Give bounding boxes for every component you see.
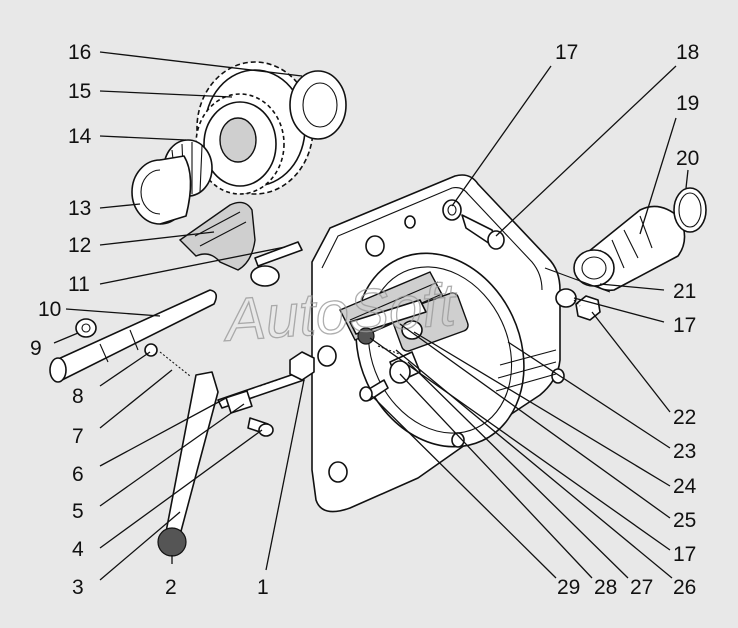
leader-27 xyxy=(407,361,629,579)
callout-7: 7 xyxy=(72,425,84,448)
bushing-28 xyxy=(389,360,411,384)
leader-28 xyxy=(399,373,593,579)
callout-11: 11 xyxy=(68,273,90,296)
sleeve-19 xyxy=(573,205,686,292)
callout-17-top: 17 xyxy=(555,41,578,64)
callout-20: 20 xyxy=(676,147,699,170)
shaft-10 xyxy=(49,289,218,383)
pin-11 xyxy=(254,241,303,267)
leader-5 xyxy=(99,403,245,507)
leader-15 xyxy=(99,90,233,98)
callout-18: 18 xyxy=(676,41,699,64)
leader-26 xyxy=(395,349,673,579)
leader-16 xyxy=(99,51,303,77)
leader-23 xyxy=(507,341,671,449)
leader-25 xyxy=(399,323,671,519)
leader-8 xyxy=(99,351,151,387)
stud-18 xyxy=(461,214,505,250)
nut-17-top xyxy=(442,199,462,221)
callout-24: 24 xyxy=(673,475,697,498)
callout-21: 21 xyxy=(673,280,696,303)
callout-3: 3 xyxy=(72,576,84,599)
leader-22 xyxy=(591,311,671,413)
spring-7 xyxy=(159,351,191,377)
leader-3 xyxy=(99,511,181,581)
callout-9: 9 xyxy=(30,337,42,360)
leader-19 xyxy=(639,117,677,235)
callout-23: 23 xyxy=(673,440,696,463)
callout-8: 8 xyxy=(72,385,84,408)
callout-12: 12 xyxy=(68,234,91,257)
washer-16 xyxy=(289,70,347,140)
callout-26: 26 xyxy=(673,576,696,599)
rod-5 xyxy=(217,371,305,414)
shift-fork-12 xyxy=(178,201,280,287)
callout-10: 10 xyxy=(38,298,61,321)
lever-3 xyxy=(165,371,219,536)
callout-28: 28 xyxy=(594,576,617,599)
callout-19: 19 xyxy=(676,92,699,115)
leader-lines xyxy=(53,51,689,581)
shaft-23 xyxy=(349,299,427,335)
callout-1: 1 xyxy=(257,576,269,599)
callout-6: 6 xyxy=(72,463,84,486)
washer-9 xyxy=(75,318,97,338)
washer-13 xyxy=(131,155,192,225)
leader-9 xyxy=(53,332,79,344)
leader-18 xyxy=(495,65,677,237)
leader-7 xyxy=(99,369,173,429)
rod-21 xyxy=(544,267,611,293)
leader-14 xyxy=(99,135,187,141)
gear-assembly xyxy=(163,61,314,197)
nut-17-center xyxy=(357,327,375,345)
bolt-4 xyxy=(247,417,274,437)
callout-15: 15 xyxy=(68,80,91,103)
leader-4 xyxy=(99,429,263,549)
leader-13 xyxy=(99,203,141,209)
callout-5: 5 xyxy=(72,500,84,523)
leader-29 xyxy=(371,395,557,579)
callout-13: 13 xyxy=(68,197,91,220)
callout-25: 25 xyxy=(673,509,696,532)
leader-17-top xyxy=(451,65,552,207)
leader-24 xyxy=(413,331,671,487)
leader-1 xyxy=(265,379,305,571)
nut-17-right xyxy=(555,288,577,308)
callout-17-right: 17 xyxy=(673,314,696,337)
callout-14: 14 xyxy=(68,125,92,148)
bolt-29 xyxy=(359,379,389,402)
callout-22: 22 xyxy=(673,406,696,429)
callout-2: 2 xyxy=(165,576,177,599)
callout-16: 16 xyxy=(68,41,91,64)
callout-labels: 16 15 14 13 12 11 10 9 8 7 6 5 4 3 2 1 1… xyxy=(30,41,699,599)
nut-1 xyxy=(289,351,315,381)
ring-20 xyxy=(673,187,707,233)
leader-20 xyxy=(685,169,689,189)
callout-4: 4 xyxy=(72,538,84,561)
knob-2 xyxy=(157,527,187,557)
leader-10 xyxy=(65,308,161,317)
leader-11 xyxy=(99,246,286,285)
callout-29: 29 xyxy=(557,576,580,599)
callout-17-bottom: 17 xyxy=(673,543,696,566)
callout-27: 27 xyxy=(630,576,653,599)
leader-6 xyxy=(99,397,227,467)
leader-21 xyxy=(599,283,665,291)
leader-17-right xyxy=(573,297,665,323)
leader-12 xyxy=(99,231,215,246)
